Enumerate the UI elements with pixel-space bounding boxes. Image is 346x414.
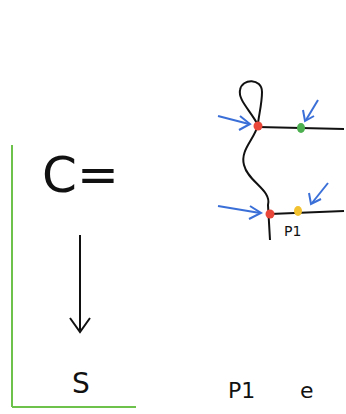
curve bbox=[240, 81, 270, 240]
base-name: S bbox=[72, 370, 90, 398]
component-line bbox=[270, 211, 344, 214]
marked-point bbox=[297, 123, 305, 133]
node-point bbox=[254, 122, 263, 131]
map-arrow bbox=[79, 235, 81, 330]
green-underline bbox=[12, 406, 136, 408]
note-text: e bbox=[300, 380, 314, 402]
point-label: P1 bbox=[228, 380, 255, 402]
curve-name: C= bbox=[42, 150, 119, 200]
point-label: P1 bbox=[284, 224, 301, 238]
map-arrow-head bbox=[70, 318, 90, 332]
node-point bbox=[266, 210, 275, 219]
blue-arrows bbox=[218, 100, 328, 219]
green-bracket bbox=[11, 145, 13, 407]
marked-point bbox=[294, 206, 302, 216]
